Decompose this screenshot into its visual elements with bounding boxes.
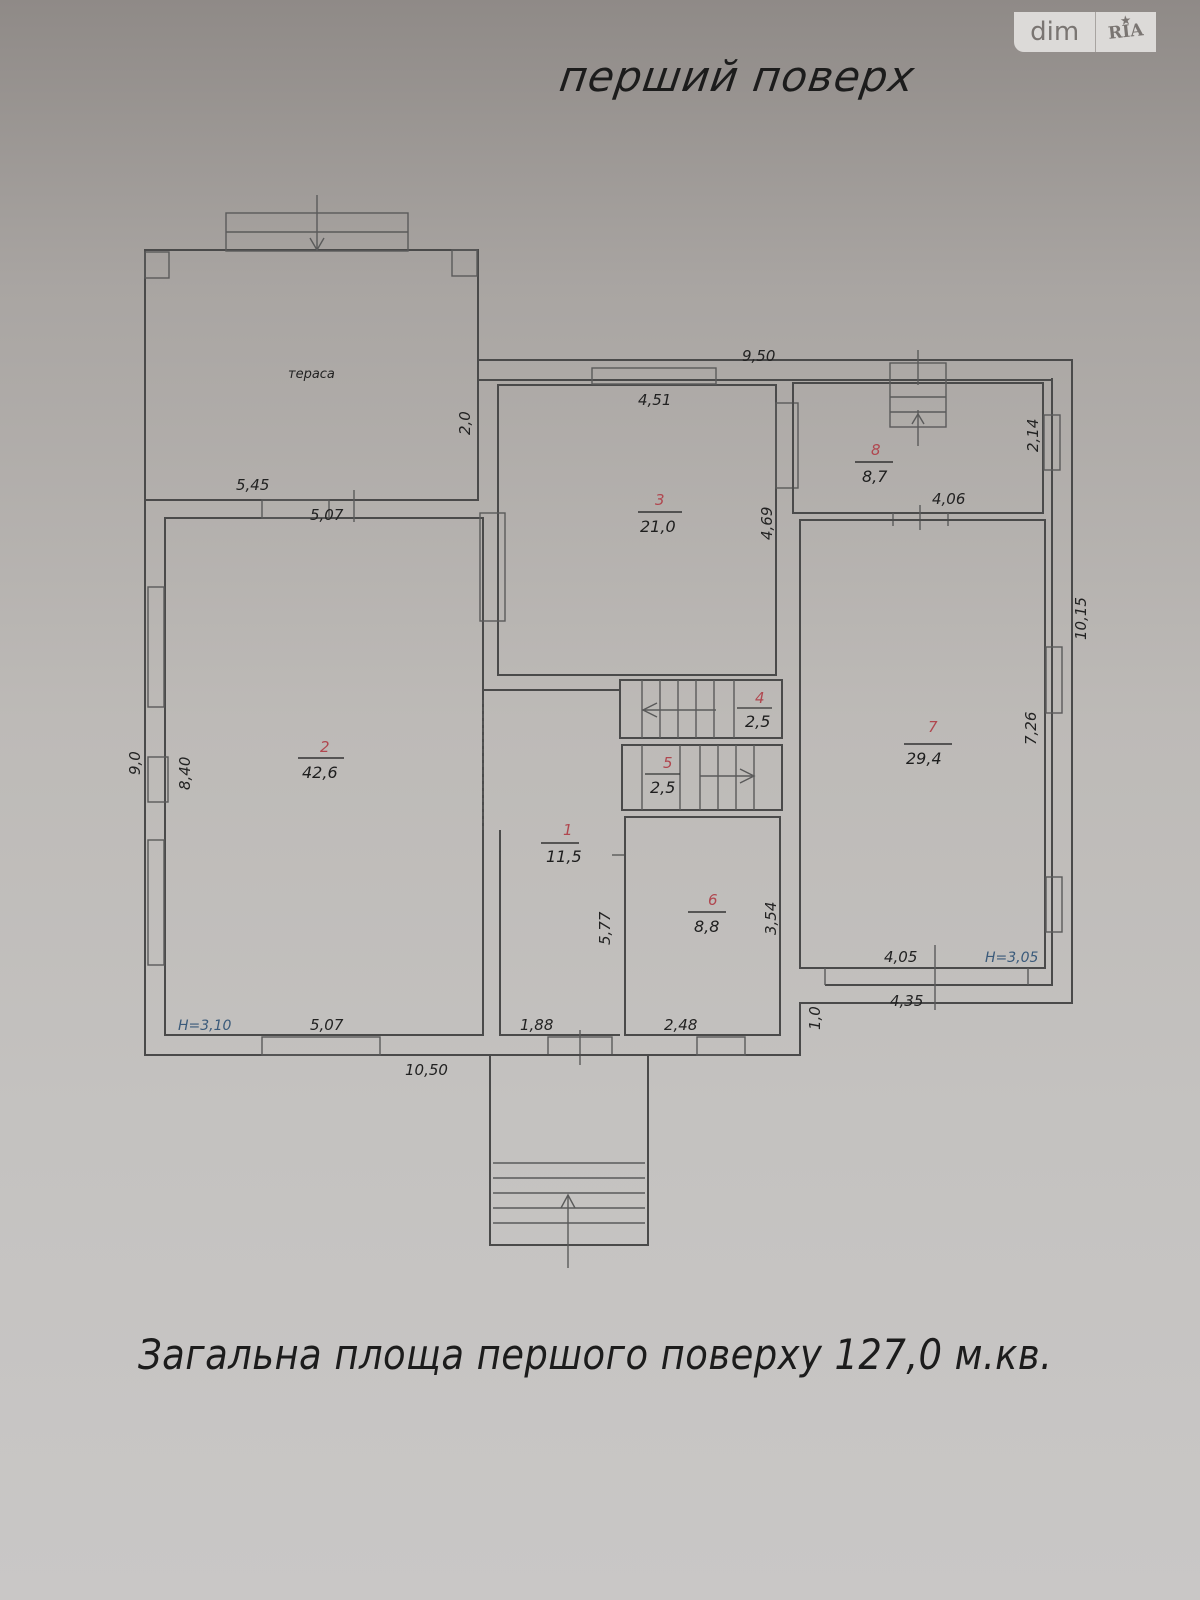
room-7-height: 7,26 [1022, 712, 1040, 745]
room-7: 7 29,4 7,26 10,15 4,05 H=3,05 4,35 1,0 [799, 519, 1090, 1030]
step-height: 1,0 [806, 1006, 824, 1030]
room-6-width: 2,48 [664, 1016, 697, 1034]
room-3-width: 4,51 [638, 391, 671, 409]
room-2-number: 2 [320, 738, 330, 756]
room-2-top-width: 5,07 [310, 506, 344, 524]
terrace-depth: 2,0 [456, 411, 474, 435]
room-2: 2 42,6 5,07 5,07 8,40 9,0 H=3,10 [126, 490, 484, 1056]
room-1: 1 11,5 5,77 1,88 10,50 [405, 689, 626, 1079]
terrace-label: тераса [288, 367, 335, 382]
room-7-number: 7 [928, 718, 938, 736]
room-3-number: 3 [655, 491, 665, 509]
room-8-width: 4,06 [932, 490, 965, 508]
room-7-area: 29,4 [906, 749, 942, 768]
right-overall: 10,15 [1072, 597, 1090, 640]
room-3-area: 21,0 [640, 517, 676, 536]
watermark-dim: dim [1014, 12, 1097, 52]
room-8-number: 8 [871, 441, 881, 459]
exterior-walls [144, 359, 1073, 1056]
room-3-height: 4,69 [758, 507, 776, 540]
room-4-area: 2,5 [745, 712, 770, 731]
room-2-height: 8,40 [176, 757, 194, 790]
room-8-area: 8,7 [862, 467, 888, 486]
terrace: тераса 2,0 5,45 [144, 195, 479, 501]
room-3: 3 21,0 4,51 4,69 9,50 [479, 347, 799, 676]
room-5-area: 2,5 [650, 778, 675, 797]
room-2-ceiling-height: H=3,10 [178, 1018, 232, 1034]
room-1-width: 1,88 [520, 1016, 553, 1034]
staircase: 4 2,5 5 2,5 [619, 679, 783, 811]
room-8: 8 8,7 2,14 4,06 [792, 350, 1061, 530]
room-6-height: 3,54 [762, 902, 780, 935]
left-overall: 9,0 [126, 751, 144, 775]
room-7-ceiling-height: H=3,05 [985, 950, 1039, 966]
room-2-area: 42,6 [302, 763, 338, 782]
room-1-area: 11,5 [546, 847, 582, 866]
room-6: 6 8,8 3,54 2,48 [624, 816, 781, 1056]
room-6-area: 8,8 [694, 917, 719, 936]
room-5-number: 5 [663, 754, 673, 772]
room-4-number: 4 [755, 689, 765, 707]
bottom-overall: 10,50 [405, 1061, 448, 1079]
room-1-height: 5,77 [596, 911, 614, 945]
dimria-watermark: dim ★ RIA [1014, 12, 1156, 52]
room-7-outer-width: 4,35 [890, 992, 923, 1010]
entrance-porch [489, 1054, 649, 1268]
room-6-number: 6 [708, 891, 718, 909]
room-2-bottom-width: 5,07 [310, 1016, 344, 1034]
room-1-number: 1 [563, 821, 573, 839]
terrace-width: 5,45 [236, 476, 269, 494]
total-area-caption: Загальна площа першого поверху 127,0 м.к… [138, 1330, 1053, 1379]
top-overall: 9,50 [742, 347, 775, 365]
room-7-width: 4,05 [884, 948, 917, 966]
room-8-height: 2,14 [1024, 419, 1042, 452]
